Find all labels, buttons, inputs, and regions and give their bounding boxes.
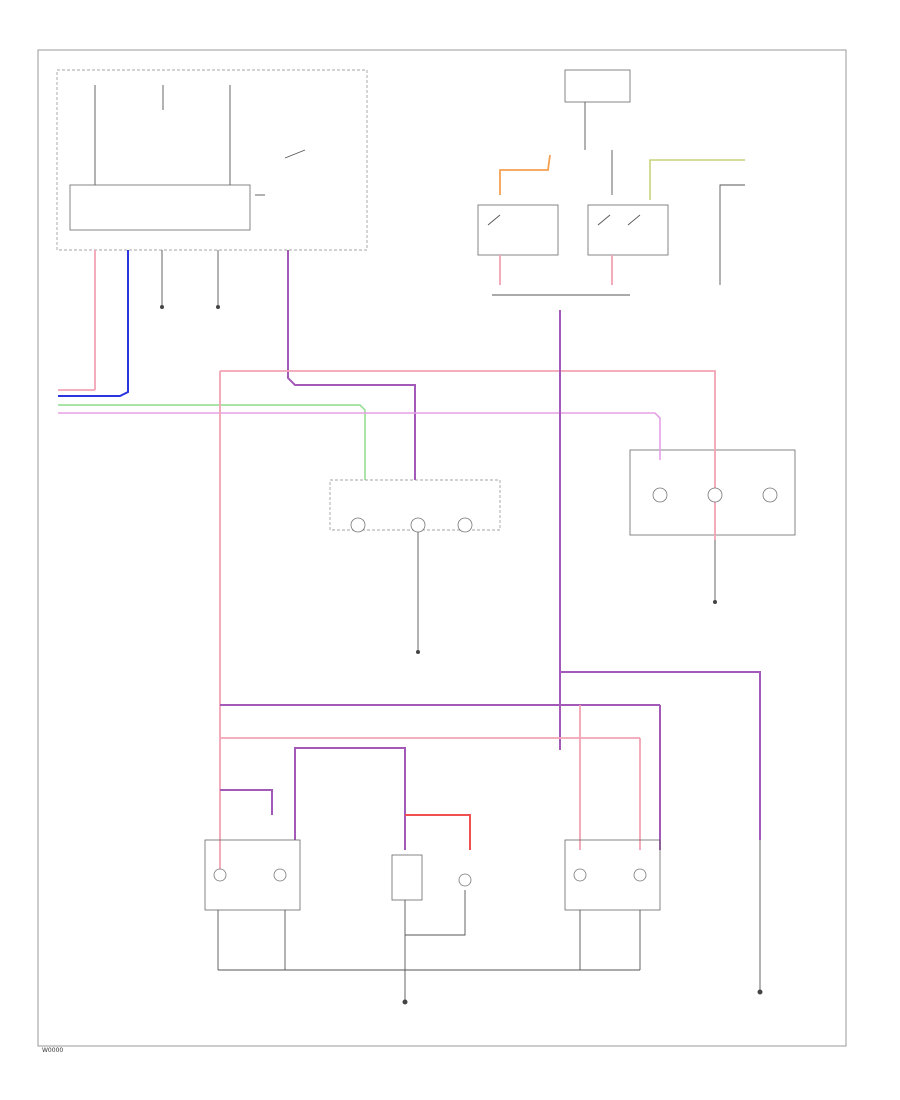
- harness-bus-wires: [58, 370, 716, 880]
- stop-lamp-switch-box-1: [477, 204, 559, 256]
- stop-lamp-switch-group: [477, 69, 745, 750]
- diagram-frame: [37, 49, 847, 1047]
- stop-lamp-switch-box-2: [587, 204, 669, 256]
- module-output-wires: [58, 250, 416, 480]
- distribution-wires: [220, 671, 761, 850]
- fuse-block-outline: [56, 69, 368, 251]
- bottom-lamp-assemblies: [204, 839, 661, 911]
- figure-label: W0000: [42, 1047, 63, 1054]
- power-source-box: [564, 69, 631, 103]
- control-module-box: [69, 184, 251, 231]
- left-rear-combo-lamp: [329, 479, 501, 654]
- high-mount-stop-lamp: [391, 854, 423, 901]
- fuse-block-group: [56, 69, 368, 251]
- left-rear-body-lamp: [204, 839, 301, 911]
- ground-bus: [217, 840, 763, 1005]
- right-rear-body-lamp: [564, 839, 661, 911]
- right-rear-combo-lamp: [629, 440, 796, 604]
